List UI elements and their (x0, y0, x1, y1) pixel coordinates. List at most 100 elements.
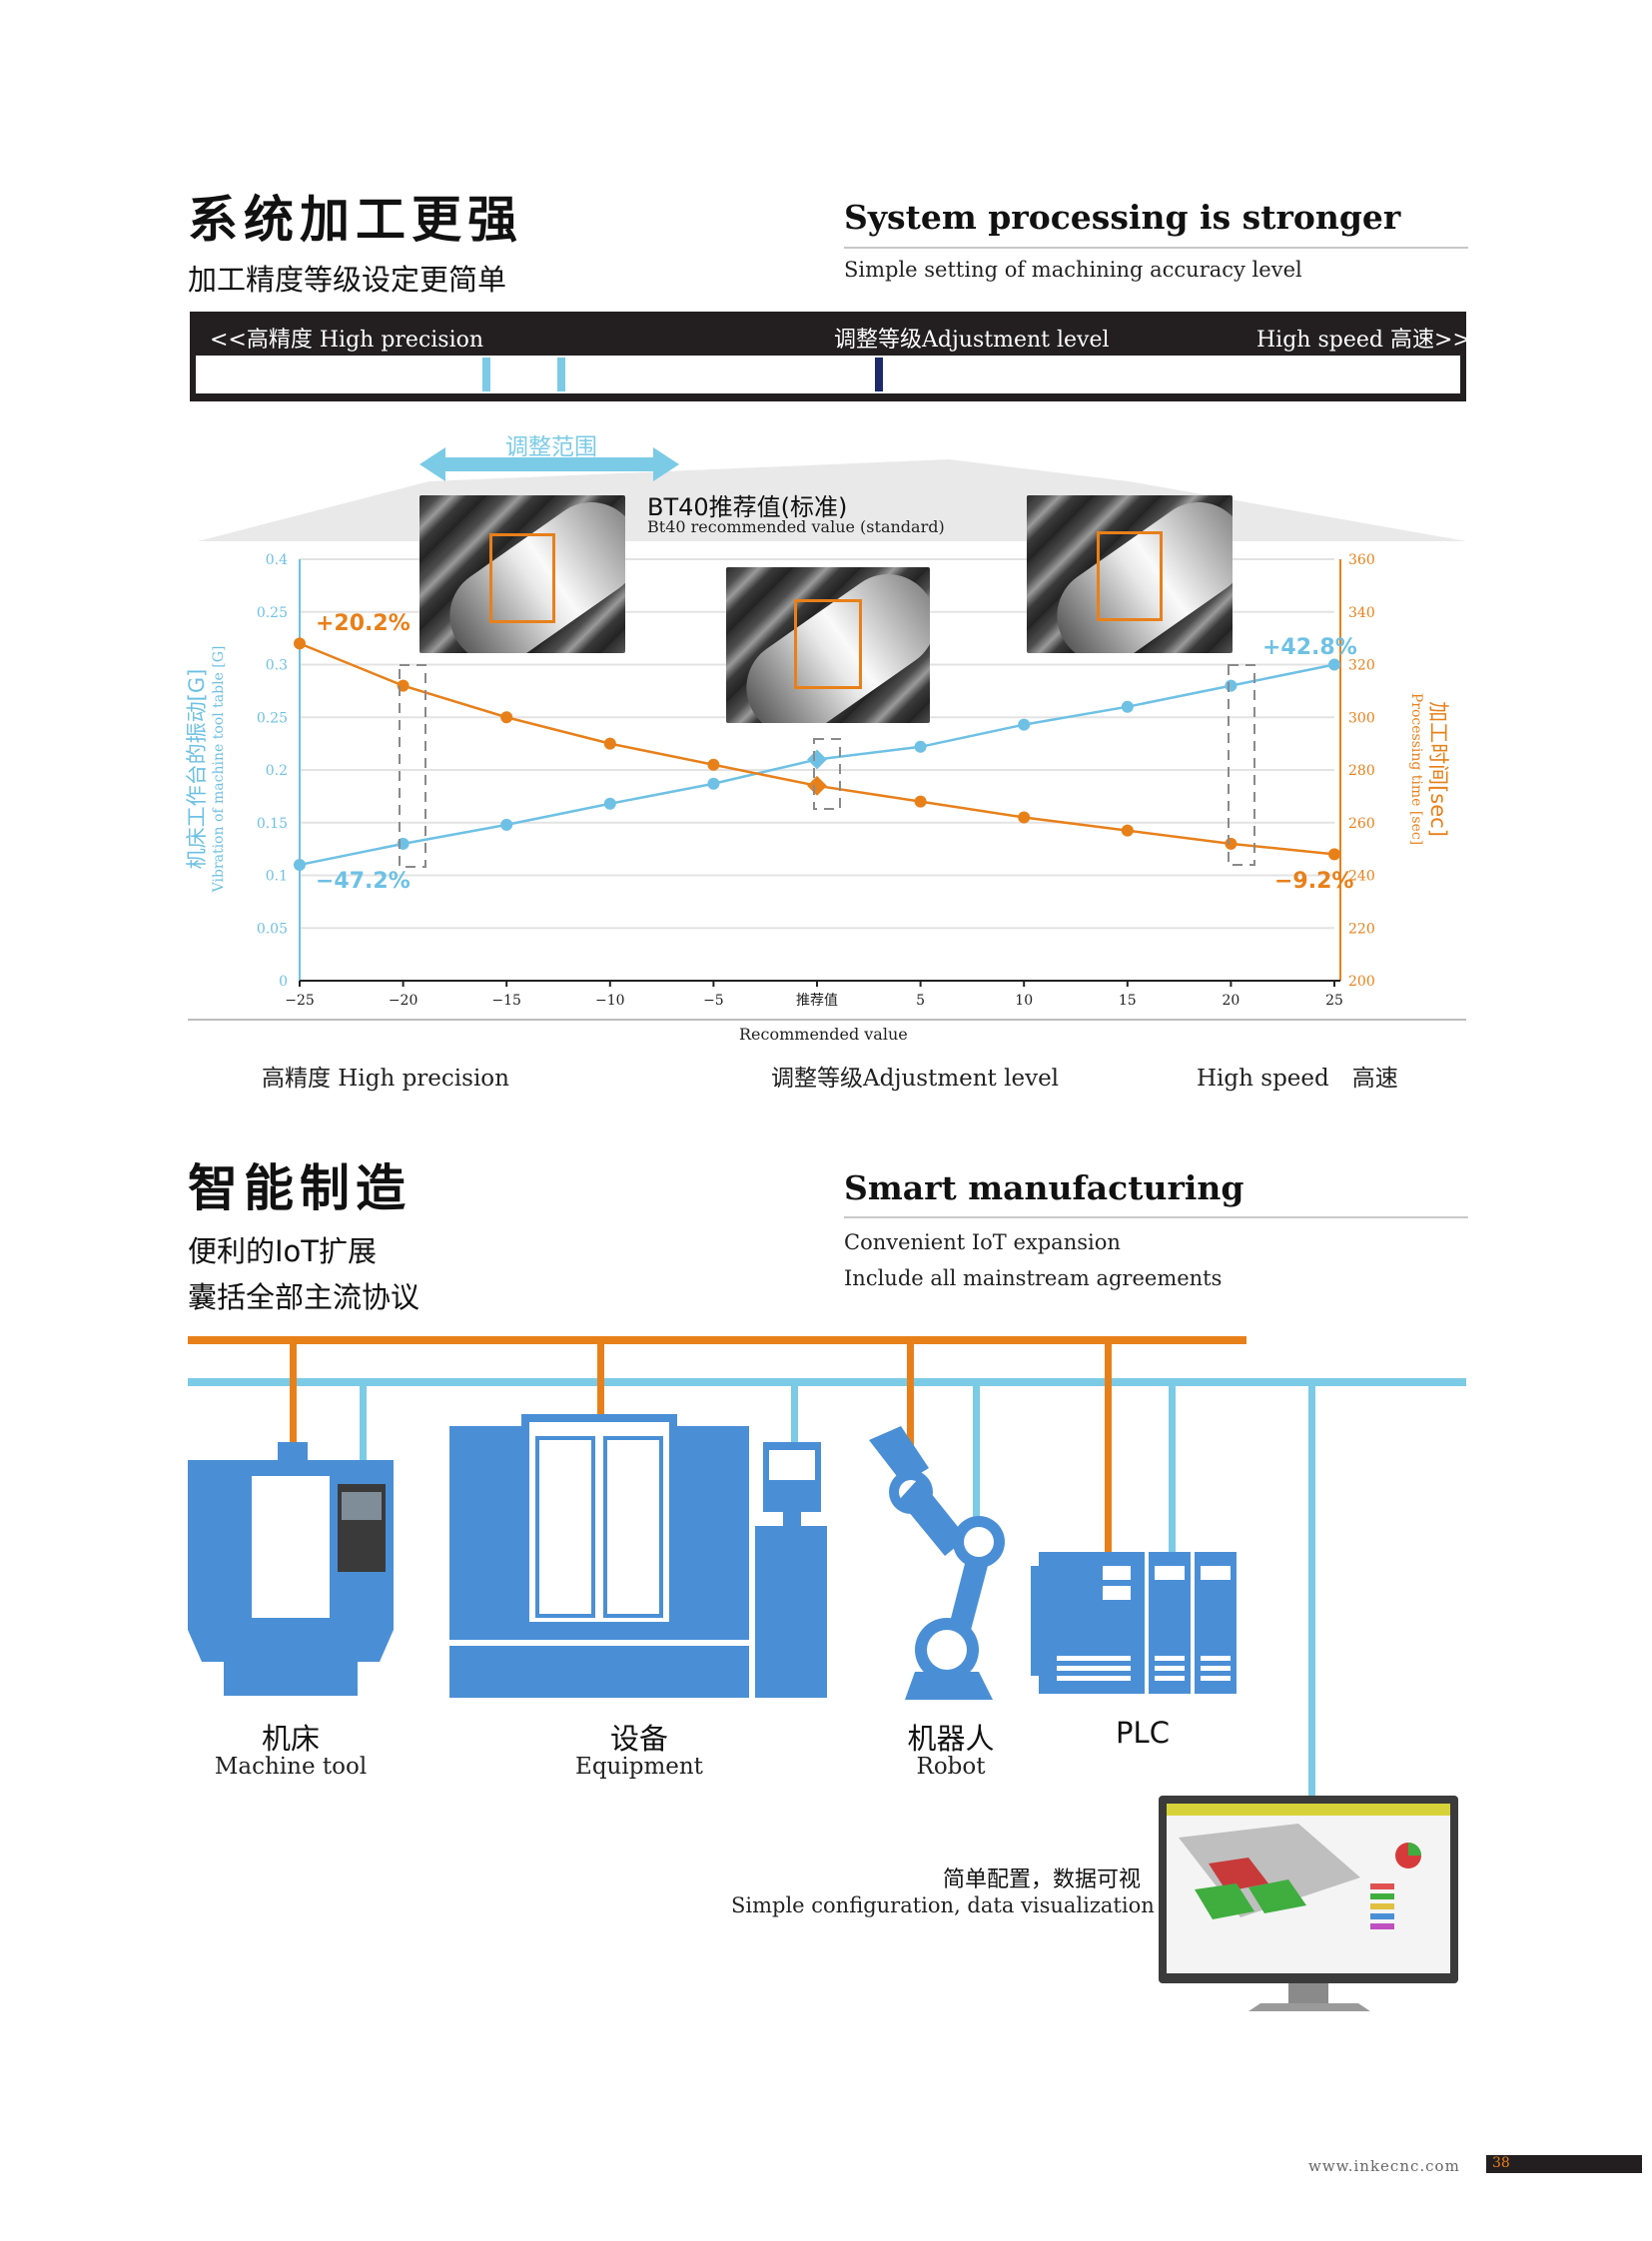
series-point-right (707, 758, 720, 771)
section1-subtitle-cn: 加工精度等级设定更简单 (188, 263, 507, 297)
equipment-icon (449, 1414, 827, 1698)
machine-tool-icon (188, 1442, 394, 1696)
series-point-right (500, 711, 513, 724)
range-bracket-left (399, 664, 426, 868)
y-right-tick-label: 200 (1348, 974, 1375, 990)
series-point-right (1121, 824, 1134, 837)
series-point-left (603, 797, 616, 810)
x-tick-label: 10 (1015, 993, 1033, 1009)
y-left-tick-label: 0.2 (266, 763, 288, 779)
series-point-left (807, 749, 827, 770)
section1-rule (844, 247, 1468, 249)
monitor-caption-cn: 简单配置，数据可视 (943, 1868, 1142, 1892)
y-left-tick-label: 0.1 (266, 869, 288, 885)
y-left-tick-label: 0 (279, 974, 288, 990)
monitor-icon (1159, 1796, 1458, 2011)
series-point-left (707, 777, 720, 790)
level-marker-2 (557, 358, 565, 391)
x-tick-label: 25 (1325, 993, 1343, 1009)
device-label-machine-tool-en: Machine tool (214, 1754, 368, 1780)
series-point-right (1225, 837, 1238, 850)
plc-icon (1031, 1552, 1237, 1694)
surface-photo-recommended (726, 567, 930, 723)
x-tick-label: 20 (1222, 993, 1239, 1009)
device-label-robot-en: Robot (916, 1754, 986, 1780)
level-marker-recommended (875, 358, 883, 391)
device-label-robot-cn: 机器人 (907, 1722, 995, 1756)
pct-left-orange: +20.2% (316, 611, 411, 636)
y-right-tick-label: 360 (1348, 552, 1375, 568)
x-tick-label: −15 (491, 993, 521, 1009)
series-point-left (294, 858, 306, 871)
monitor-caption-en: Simple configuration, data visualization (731, 1893, 1155, 1917)
chart-footer-right: High speed 高速 (1197, 1066, 1398, 1092)
y-right-tick-label: 320 (1348, 658, 1375, 674)
section2-sub2-en: Include all mainstream agreements (844, 1266, 1223, 1290)
level-bar-left-label: <<高精度 High precision (210, 328, 484, 353)
x-tick-label: −20 (389, 993, 418, 1009)
series-point-right (914, 795, 927, 808)
series-point-right (807, 775, 827, 796)
orange-bus (188, 1336, 1246, 1344)
series-point-left (1121, 700, 1134, 713)
series-point-right (1328, 848, 1340, 861)
device-label-plc: PLC (1116, 1716, 1170, 1750)
section2-title-cn: 智能制造 (188, 1158, 412, 1217)
y-left-tick-label: 0.3 (266, 658, 288, 674)
y-left-tick-label: 0.25 (257, 710, 288, 726)
footer-page-number: 38 (1492, 2155, 1510, 2171)
surface-photo-high-speed (1027, 495, 1233, 653)
x-tick-label: 推荐值 (796, 993, 838, 1009)
section2-sub1-en: Convenient IoT expansion (844, 1230, 1121, 1254)
section1-title-en: System processing is stronger (844, 198, 1401, 237)
section2-sub2-cn: 囊括全部主流协议 (188, 1280, 420, 1314)
footer-page-bar (1486, 2155, 1642, 2173)
robot-icon (869, 1426, 1005, 1700)
footer-url[interactable]: www.inkecnc.com (1308, 2157, 1460, 2175)
y-left-tick-label: 0.05 (257, 921, 288, 937)
chart-footer-center: 调整等级Adjustment level (771, 1066, 1060, 1092)
x-tick-label: 5 (916, 993, 925, 1009)
y-right-tick-label: 220 (1348, 921, 1375, 937)
series-point-right (603, 737, 616, 750)
bt40-label-cn: BT40推荐值(标准) (647, 493, 848, 521)
level-bar-right-label: High speed 高速>> (1256, 328, 1471, 353)
device-label-equipment-cn: 设备 (609, 1722, 668, 1756)
pct-right-orange: −9.2% (1274, 869, 1354, 894)
device-label-machine-tool-cn: 机床 (261, 1722, 320, 1756)
x-tick-label: 15 (1119, 993, 1137, 1009)
range-bracket-center (813, 738, 841, 810)
device-label-equipment-en: Equipment (575, 1754, 703, 1780)
y-right-tick-label: 260 (1348, 816, 1375, 832)
y-left-title: 机床工作台的振动[G] Vibration of machine tool ta… (185, 645, 227, 893)
series-point-left (1018, 718, 1031, 731)
blue-bus (188, 1378, 1466, 1386)
section2-rule (844, 1216, 1468, 1218)
y-right-tick-label: 240 (1348, 869, 1375, 885)
chart-footer-left: 高精度 High precision (262, 1066, 509, 1092)
y-right-title: 加工时间[sec] Processing time [sec] (1408, 692, 1450, 846)
section1-title-cn: 系统加工更强 (188, 190, 523, 249)
pct-right-blue: +42.8% (1262, 635, 1357, 660)
series-point-left (914, 740, 927, 753)
series-point-right (294, 637, 306, 650)
section1-subtitle-en: Simple setting of machining accuracy lev… (844, 258, 1302, 282)
x-tick-label: −25 (285, 993, 315, 1009)
y-left-tick-label: 0.15 (257, 816, 288, 832)
range-arrow-icon (419, 447, 679, 481)
series-point-right (1018, 811, 1031, 824)
series-point-left (1328, 658, 1340, 671)
y-right-tick-label: 280 (1348, 763, 1375, 779)
series-point-left (1225, 679, 1238, 692)
section2-sub1-cn: 便利的IoT扩展 (188, 1234, 378, 1268)
y-left-tick-label: 0.4 (266, 552, 288, 568)
series-point-left (500, 818, 513, 831)
y-right-tick-label: 300 (1348, 710, 1375, 726)
iot-network-diagram (188, 1336, 1466, 2011)
chart-bottom-rule (188, 1019, 1466, 1021)
adjustment-level-track (196, 356, 1460, 393)
x-axis-title: Recommended value (739, 1025, 908, 1044)
bt40-label-en: Bt40 recommended value (standard) (647, 517, 945, 536)
section2-title-en: Smart manufacturing (844, 1168, 1244, 1207)
range-bracket-right (1228, 664, 1255, 866)
